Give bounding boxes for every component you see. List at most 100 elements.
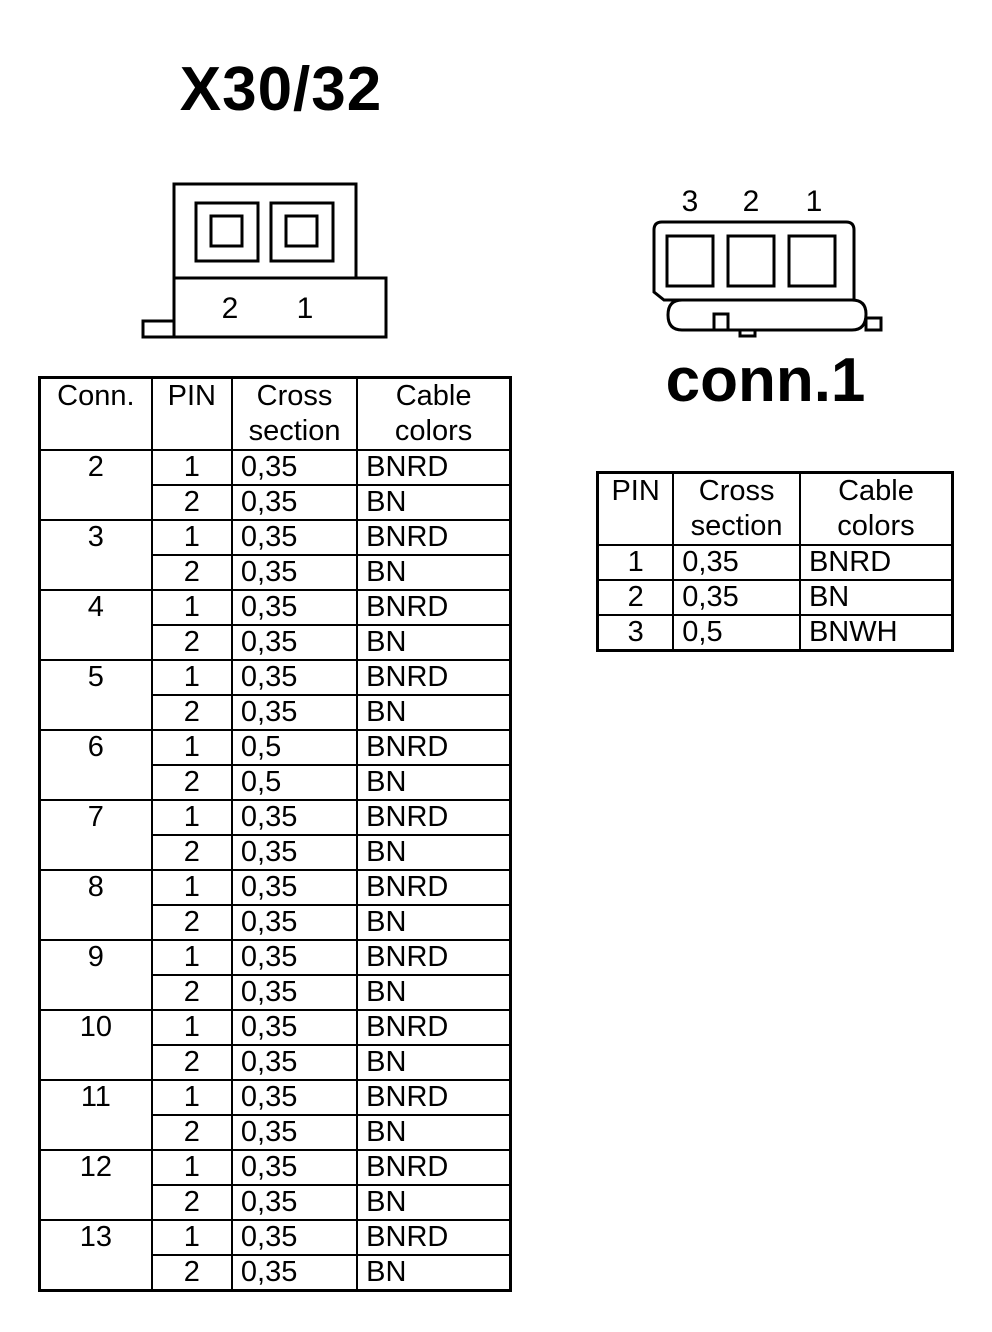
pin-cell: 1	[150, 1079, 233, 1116]
pin-cell: 2	[150, 1184, 233, 1221]
cable-color-cell: BN	[356, 1114, 512, 1151]
pin-cell: 1	[150, 659, 233, 696]
conn1-pin-label: 2	[743, 185, 760, 218]
x30-cavity-right	[269, 201, 335, 263]
pin-cell: 1	[150, 799, 233, 836]
cross-section-cell: 0,5	[230, 729, 359, 766]
cross-section-cell: 0,35	[230, 449, 359, 486]
cross-section-cell: 0,35	[230, 974, 359, 1011]
cross-section-cell: 0,5	[672, 614, 801, 652]
cable-color-cell: BNRD	[356, 729, 512, 766]
conn-number-cell: 2	[38, 449, 153, 521]
cable-color-cell: BNRD	[356, 659, 512, 696]
pin-cell: 1	[150, 1009, 233, 1046]
pin-cell: 2	[150, 904, 233, 941]
conn-number-cell: 13	[38, 1219, 153, 1292]
conn1-title: conn.1	[665, 346, 866, 415]
pin-cell: 1	[150, 589, 233, 626]
pin-cell: 1	[596, 544, 675, 581]
pin-cell: 2	[150, 974, 233, 1011]
pin-cell: 2	[150, 484, 233, 521]
cross-section-cell: 0,35	[230, 799, 359, 836]
cable-color-cell: BNRD	[356, 1079, 512, 1116]
conn-number-cell: 3	[38, 519, 153, 591]
pin-cell: 2	[150, 764, 233, 801]
cable-color-cell: BNRD	[356, 799, 512, 836]
conn-number-cell: 10	[38, 1009, 153, 1081]
cross-section-cell: 0,35	[230, 624, 359, 661]
x30-pin-label: 1	[297, 292, 314, 325]
cross-section-cell: 0,35	[230, 1149, 359, 1186]
x30-connector-base	[172, 276, 388, 339]
pin-cell: 1	[150, 449, 233, 486]
conn1-connector-housing	[652, 220, 856, 302]
header-cable-colors: Cable colors	[356, 376, 512, 451]
cable-color-cell: BN	[356, 834, 512, 871]
cable-color-cell: BNRD	[798, 544, 954, 581]
cable-color-cell: BNRD	[356, 589, 512, 626]
cable-color-cell: BN	[356, 764, 512, 801]
cross-section-cell: 0,35	[230, 589, 359, 626]
conn1-cavity-1	[787, 234, 837, 288]
cable-color-cell: BN	[356, 1184, 512, 1221]
cross-section-cell: 0,35	[230, 519, 359, 556]
cross-section-cell: 0,35	[230, 869, 359, 906]
cross-section-cell: 0,35	[672, 544, 801, 581]
header-pin: PIN	[150, 376, 233, 451]
conn-number-cell: 4	[38, 589, 153, 661]
x30-cavity-left-inner	[209, 214, 244, 248]
cable-color-cell: BN	[356, 484, 512, 521]
conn-number-cell: 6	[38, 729, 153, 801]
cable-color-cell: BNRD	[356, 519, 512, 556]
cross-section-cell: 0,35	[230, 1254, 359, 1292]
pin-cell: 2	[150, 834, 233, 871]
cable-color-cell: BNRD	[356, 449, 512, 486]
conn-number-cell: 7	[38, 799, 153, 871]
conn-number-cell: 12	[38, 1149, 153, 1221]
pin-cell: 2	[150, 554, 233, 591]
pin-cell: 2	[150, 1254, 233, 1292]
cable-color-cell: BN	[356, 904, 512, 941]
conn1-cavity-3	[665, 234, 715, 288]
conn1-cavity-2	[726, 234, 776, 288]
pin-cell: 1	[150, 519, 233, 556]
cable-color-cell: BNWH	[798, 614, 954, 652]
cross-section-cell: 0,35	[230, 834, 359, 871]
cable-color-cell: BN	[356, 1044, 512, 1081]
pin-cell: 1	[150, 1149, 233, 1186]
cross-section-cell: 0,35	[230, 1184, 359, 1221]
header-cross-section: Cross section	[672, 471, 801, 546]
conn-number-cell: 11	[38, 1079, 153, 1151]
pin-cell: 2	[150, 1044, 233, 1081]
cross-section-cell: 0,35	[230, 1079, 359, 1116]
cable-color-cell: BN	[356, 624, 512, 661]
conn1-pin-label: 1	[806, 185, 823, 218]
pin-cell: 2	[150, 1114, 233, 1151]
header-conn: Conn.	[38, 376, 153, 451]
cross-section-cell: 0,35	[672, 579, 801, 616]
cross-section-cell: 0,35	[230, 694, 359, 731]
